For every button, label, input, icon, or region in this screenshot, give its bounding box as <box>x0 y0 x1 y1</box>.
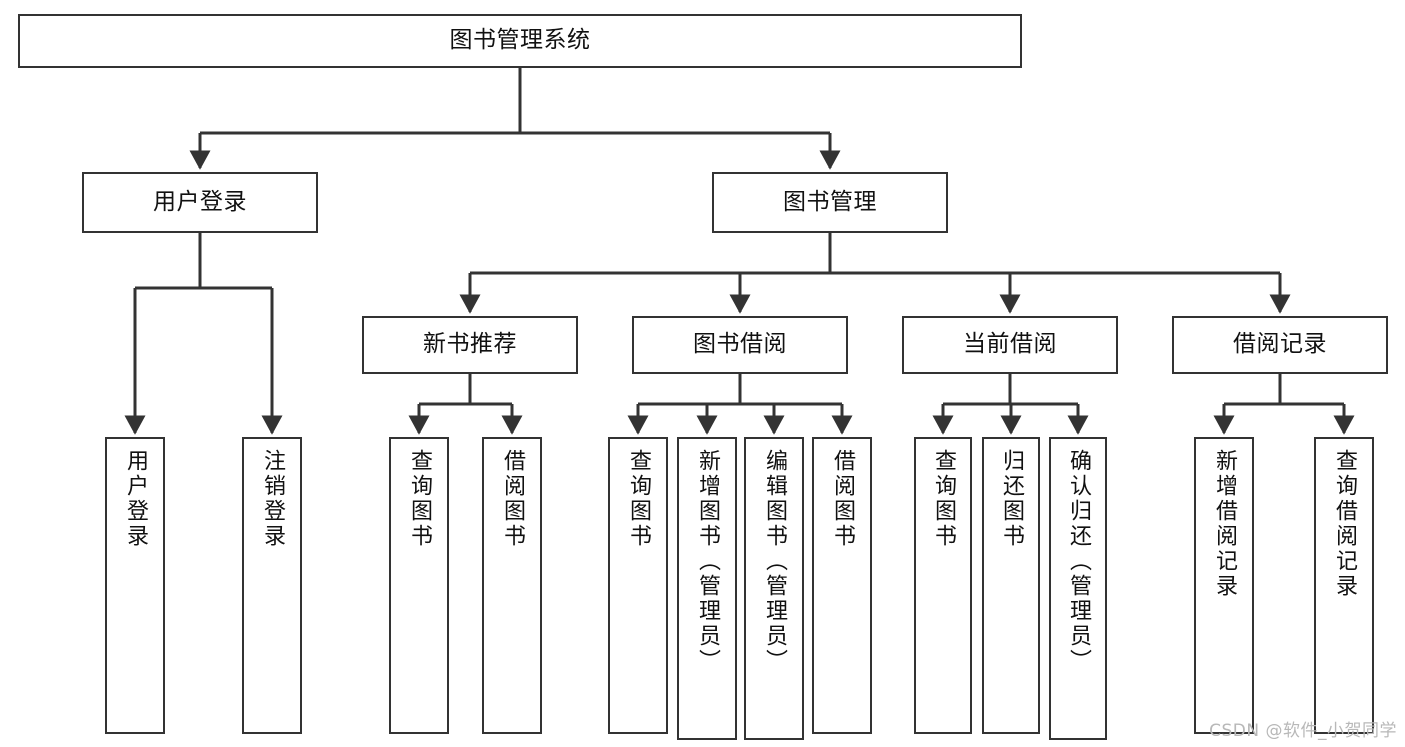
node-label: 新增图书（管理员） <box>694 449 720 674</box>
csdn-watermark: CSDN @软件_小贺同学 <box>1209 721 1397 741</box>
node-label: 图书管理 <box>783 188 877 215</box>
node-label: 新书推荐 <box>423 331 517 358</box>
leaf-borrow-add-book-admin[interactable]: 新增图书（管理员） <box>677 437 737 740</box>
leaf-user-login[interactable]: 用户登录 <box>105 437 165 734</box>
node-label: 编辑图书（管理员） <box>761 449 787 674</box>
node-user-login[interactable]: 用户登录 <box>82 172 318 233</box>
node-label: 借阅图书 <box>499 449 525 549</box>
node-current-borrow[interactable]: 当前借阅 <box>902 316 1118 374</box>
node-label: 注销登录 <box>259 449 285 549</box>
node-label: 查询借阅记录 <box>1331 449 1357 599</box>
node-book-borrow[interactable]: 图书借阅 <box>632 316 848 374</box>
node-label: 用户登录 <box>122 449 148 549</box>
node-label: 图书借阅 <box>693 331 787 358</box>
node-book-management[interactable]: 图书管理 <box>712 172 948 233</box>
node-label: 查询图书 <box>406 449 432 549</box>
node-label: 借阅记录 <box>1233 331 1327 358</box>
leaf-records-add-record[interactable]: 新增借阅记录 <box>1194 437 1254 734</box>
leaf-current-query-book[interactable]: 查询图书 <box>914 437 972 734</box>
leaf-borrow-edit-book-admin[interactable]: 编辑图书（管理员） <box>744 437 804 740</box>
node-label: 查询图书 <box>930 449 956 549</box>
node-root-system[interactable]: 图书管理系统 <box>18 14 1022 68</box>
node-label: 当前借阅 <box>963 331 1057 358</box>
leaf-records-query-record[interactable]: 查询借阅记录 <box>1314 437 1374 734</box>
node-borrow-records[interactable]: 借阅记录 <box>1172 316 1388 374</box>
node-label: 新增借阅记录 <box>1211 449 1237 599</box>
leaf-borrow-borrow-book[interactable]: 借阅图书 <box>812 437 872 734</box>
node-label: 图书管理系统 <box>449 27 591 54</box>
node-label: 确认归还（管理员） <box>1065 449 1091 674</box>
leaf-newbook-query-book[interactable]: 查询图书 <box>389 437 449 734</box>
node-label: 查询图书 <box>625 449 651 549</box>
node-label: 借阅图书 <box>829 449 855 549</box>
node-label: 用户登录 <box>153 188 247 215</box>
node-label: 归还图书 <box>998 449 1024 549</box>
leaf-current-confirm-return-admin[interactable]: 确认归还（管理员） <box>1049 437 1107 740</box>
leaf-newbook-borrow-book[interactable]: 借阅图书 <box>482 437 542 734</box>
leaf-logout[interactable]: 注销登录 <box>242 437 302 734</box>
leaf-current-return-book[interactable]: 归还图书 <box>982 437 1040 734</box>
node-new-book-recommend[interactable]: 新书推荐 <box>362 316 578 374</box>
leaf-borrow-query-book[interactable]: 查询图书 <box>608 437 668 734</box>
